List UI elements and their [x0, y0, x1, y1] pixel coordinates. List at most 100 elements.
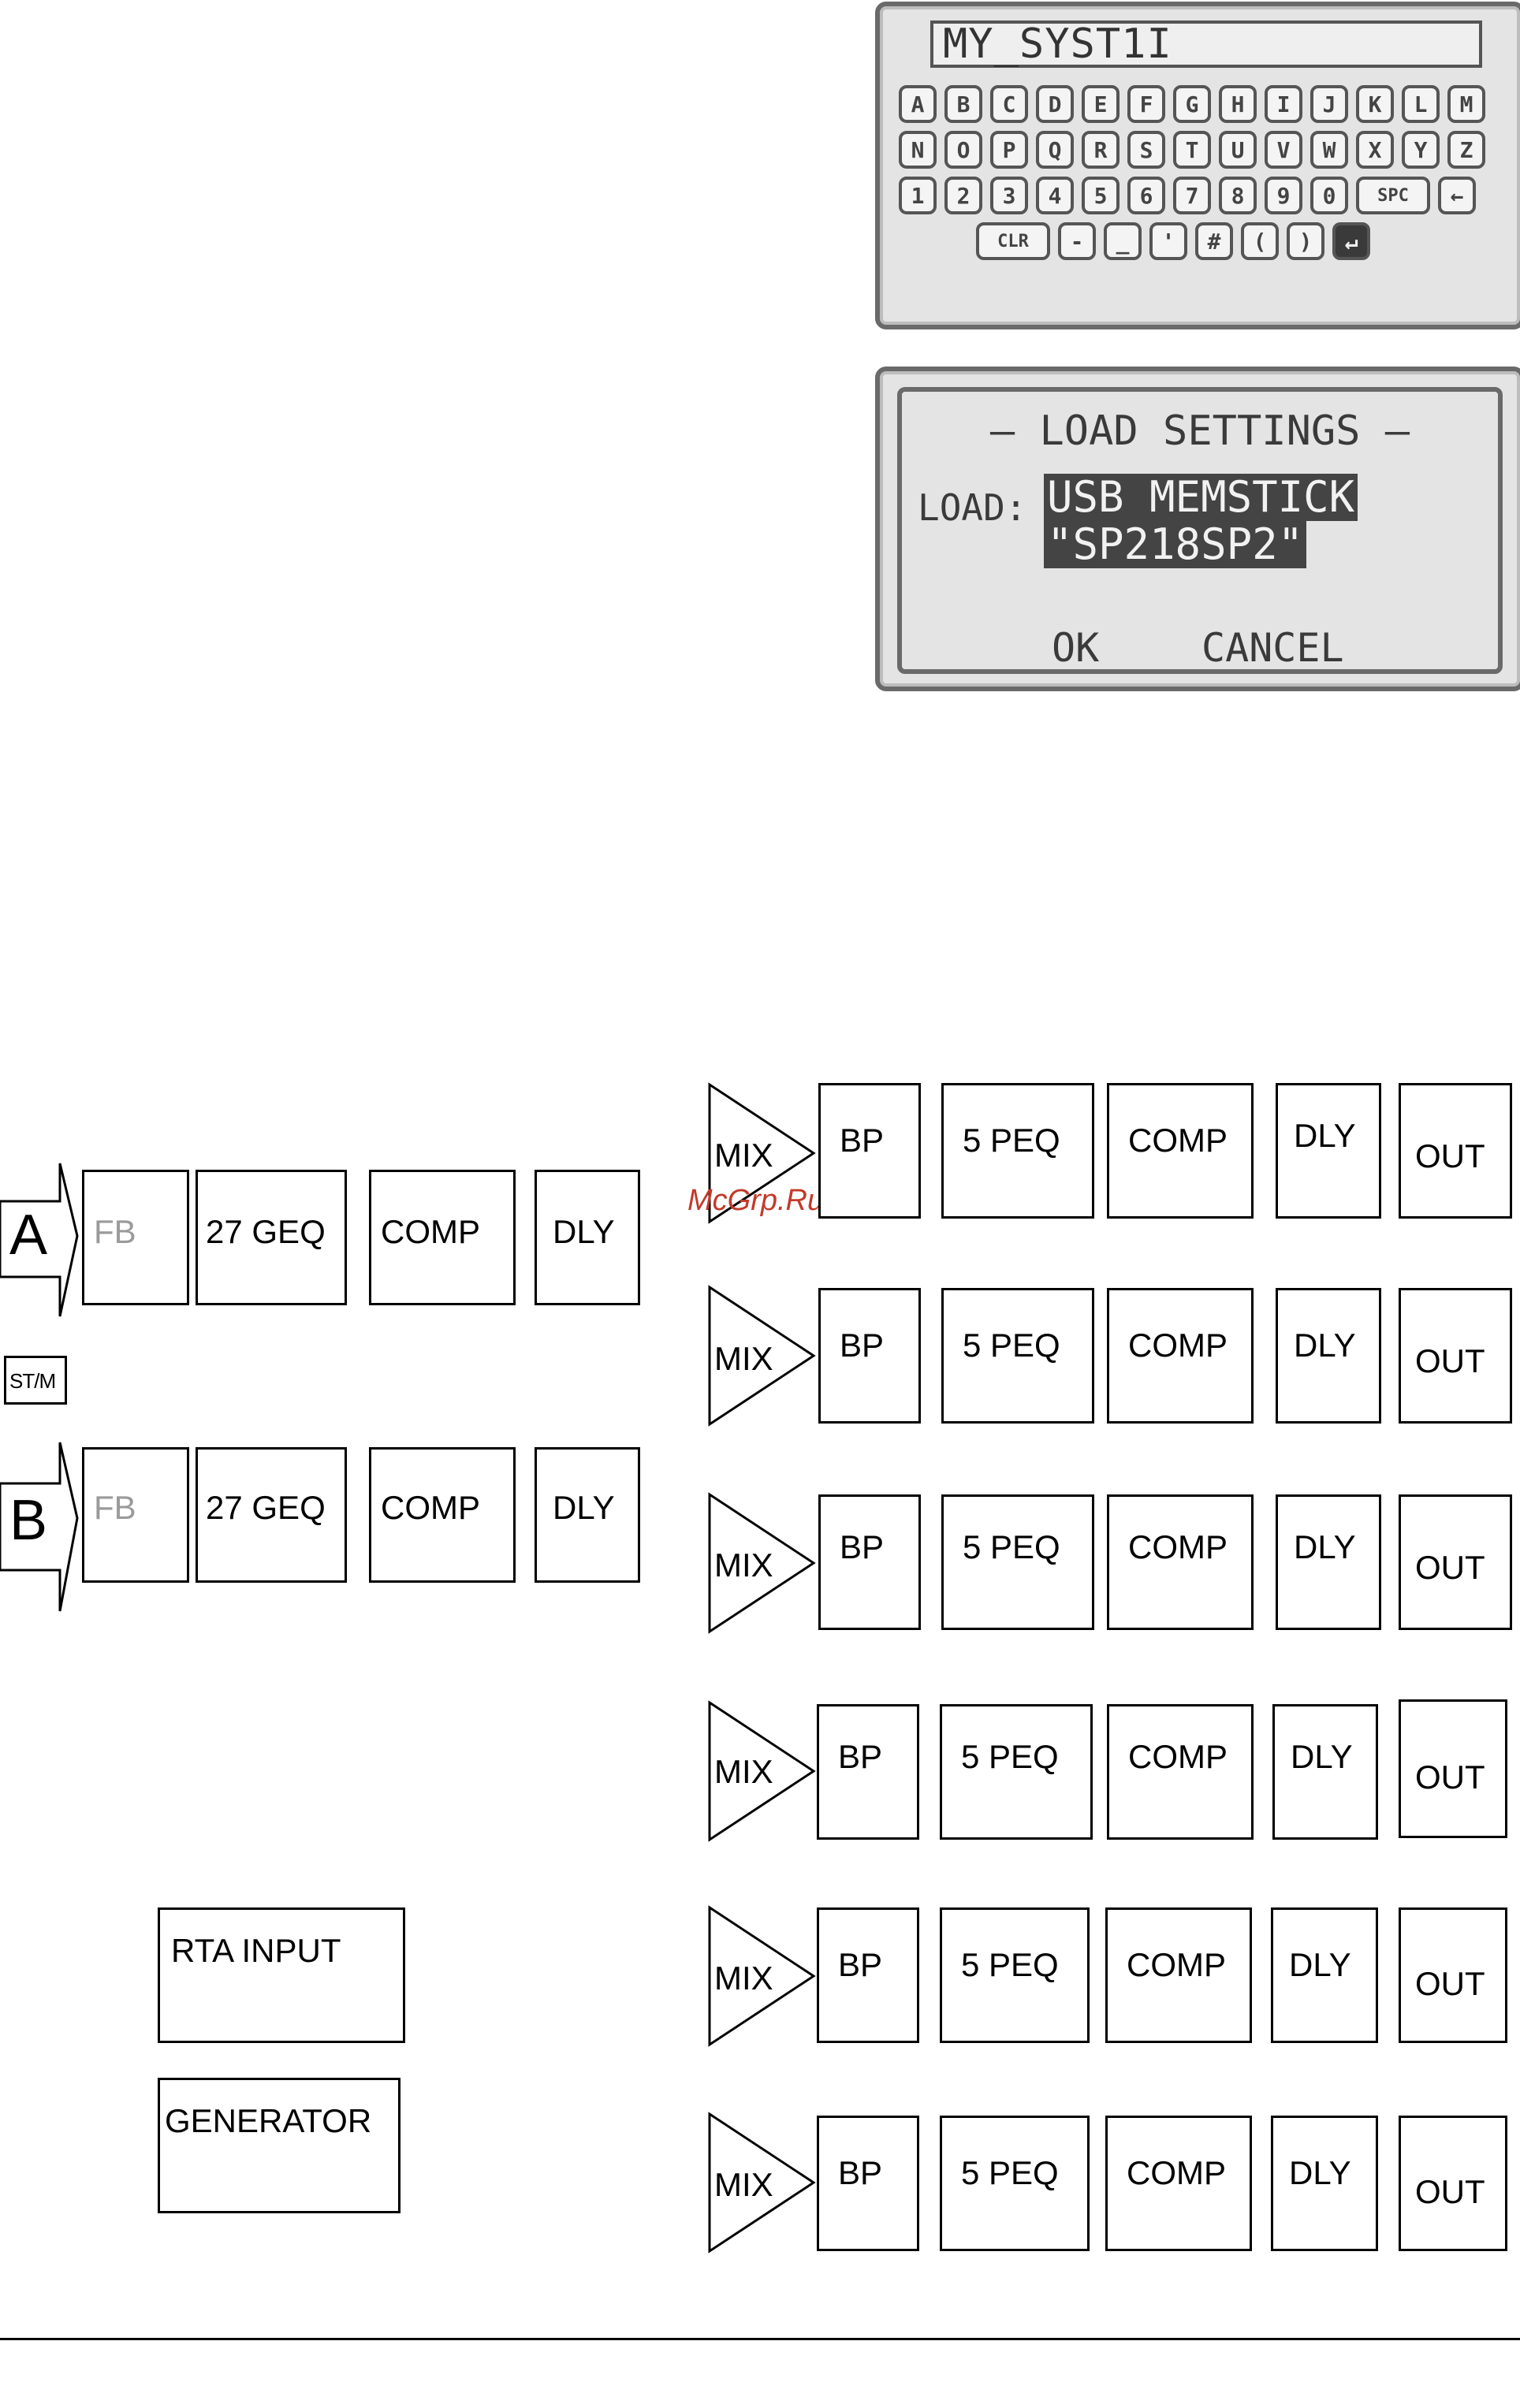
output-3-comp-block[interactable]: COMP [1107, 1494, 1254, 1630]
output-2-peq-block[interactable]: 5 PEQ [941, 1288, 1094, 1424]
input-b-comp-block[interactable]: COMP [369, 1447, 516, 1583]
input-b-fb-block[interactable]: FB [82, 1447, 189, 1583]
key-close-paren[interactable]: ) [1287, 222, 1324, 260]
key-i[interactable]: I [1265, 85, 1302, 123]
key-0[interactable]: 0 [1310, 177, 1348, 214]
key-apostrophe[interactable]: ' [1149, 222, 1187, 260]
key-j[interactable]: J [1310, 85, 1348, 123]
output-6-comp-block[interactable]: COMP [1105, 2116, 1252, 2251]
load-source-value[interactable]: USB MEMSTICK "SP218SP2" [1044, 474, 1358, 568]
output-6-peq-block[interactable]: 5 PEQ [940, 2116, 1090, 2251]
load-settings-dialog: – LOAD SETTINGS – LOAD: USB MEMSTICK "SP… [897, 387, 1503, 674]
key-clear[interactable]: CLR [976, 222, 1050, 260]
input-a-comp-block[interactable]: COMP [369, 1170, 516, 1305]
key-6[interactable]: 6 [1127, 177, 1165, 214]
output-5-bp-block[interactable]: BP [817, 1907, 919, 2043]
key-1[interactable]: 1 [899, 177, 937, 214]
output-3-bp-block[interactable]: BP [818, 1494, 921, 1630]
key-underscore[interactable]: _ [1104, 222, 1142, 260]
output-3-dly-block[interactable]: DLY [1276, 1494, 1381, 1630]
input-b-dly-block[interactable]: DLY [535, 1447, 640, 1583]
output-2-comp-block[interactable]: COMP [1107, 1288, 1254, 1424]
enter-icon[interactable]: ↵ [1332, 222, 1370, 260]
key-p[interactable]: P [990, 131, 1028, 169]
key-open-paren[interactable]: ( [1241, 222, 1279, 260]
input-a-arrow [0, 1163, 79, 1317]
key-f[interactable]: F [1127, 85, 1165, 123]
key-d[interactable]: D [1036, 85, 1074, 123]
output-5-mix-label: MIX [714, 1960, 773, 1997]
output-1-bp-block[interactable]: BP [818, 1083, 921, 1219]
output-4-bp-block[interactable]: BP [817, 1704, 919, 1840]
input-a-dly-block[interactable]: DLY [535, 1170, 640, 1305]
key-z[interactable]: Z [1447, 131, 1485, 169]
key-hyphen[interactable]: - [1058, 222, 1096, 260]
key-hash[interactable]: # [1195, 222, 1233, 260]
input-b-label: B [9, 1489, 48, 1552]
key-5[interactable]: 5 [1082, 177, 1120, 214]
input-b-geq-block[interactable]: 27 GEQ [196, 1447, 347, 1583]
key-n[interactable]: N [899, 131, 937, 169]
name-input[interactable]: MY_SYST1I [930, 20, 1482, 68]
generator-block[interactable]: GENERATOR [158, 2078, 400, 2213]
input-a-geq-block[interactable]: 27 GEQ [196, 1170, 347, 1305]
key-l[interactable]: L [1402, 85, 1440, 123]
output-5-out-block[interactable]: OUT [1399, 1907, 1507, 2043]
key-a[interactable]: A [899, 85, 937, 123]
output-6-out-block[interactable]: OUT [1399, 2116, 1507, 2251]
key-2[interactable]: 2 [944, 177, 982, 214]
output-6-dly-block[interactable]: DLY [1271, 2116, 1378, 2251]
key-c[interactable]: C [990, 85, 1028, 123]
output-5-comp-block[interactable]: COMP [1105, 1907, 1252, 2043]
key-u[interactable]: U [1219, 131, 1257, 169]
key-q[interactable]: Q [1036, 131, 1074, 169]
key-8[interactable]: 8 [1219, 177, 1257, 214]
key-k[interactable]: K [1356, 85, 1394, 123]
key-row-3: 1 2 3 4 5 6 7 8 9 0 SPC ← [899, 177, 1476, 214]
output-3-peq-block[interactable]: 5 PEQ [941, 1494, 1094, 1630]
key-w[interactable]: W [1310, 131, 1348, 169]
key-e[interactable]: E [1082, 85, 1120, 123]
output-2-dly-block[interactable]: DLY [1276, 1288, 1381, 1424]
key-space[interactable]: SPC [1356, 177, 1430, 214]
output-4-out-block[interactable]: OUT [1399, 1699, 1507, 1838]
output-5-peq-block[interactable]: 5 PEQ [940, 1907, 1090, 2043]
key-x[interactable]: X [1356, 131, 1394, 169]
cancel-button[interactable]: CANCEL [1201, 625, 1344, 671]
output-2-bp-block[interactable]: BP [818, 1288, 921, 1424]
key-9[interactable]: 9 [1265, 177, 1302, 214]
rta-input-block[interactable]: RTA INPUT [158, 1907, 405, 2043]
key-b[interactable]: B [944, 85, 982, 123]
output-6-bp-block[interactable]: BP [817, 2116, 919, 2251]
key-g[interactable]: G [1173, 85, 1211, 123]
output-1-peq-block[interactable]: 5 PEQ [941, 1083, 1094, 1219]
key-m[interactable]: M [1447, 85, 1485, 123]
key-4[interactable]: 4 [1036, 177, 1074, 214]
output-1-out-block[interactable]: OUT [1399, 1083, 1512, 1219]
load-settings-screen: – LOAD SETTINGS – LOAD: USB MEMSTICK "SP… [875, 367, 1520, 691]
key-s[interactable]: S [1127, 131, 1165, 169]
output-1-dly-block[interactable]: DLY [1276, 1083, 1381, 1219]
key-h[interactable]: H [1219, 85, 1257, 123]
stereo-mono-toggle[interactable]: ST/M [4, 1356, 67, 1405]
output-3-out-block[interactable]: OUT [1399, 1494, 1512, 1630]
output-1-comp-block[interactable]: COMP [1107, 1083, 1254, 1219]
key-3[interactable]: 3 [990, 177, 1028, 214]
output-4-dly-block[interactable]: DLY [1272, 1704, 1378, 1840]
key-y[interactable]: Y [1402, 131, 1440, 169]
key-7[interactable]: 7 [1173, 177, 1211, 214]
output-2-out-block[interactable]: OUT [1399, 1288, 1512, 1424]
mix-triangle-4 [708, 1700, 816, 1842]
key-r[interactable]: R [1082, 131, 1120, 169]
key-t[interactable]: T [1173, 131, 1211, 169]
backspace-icon[interactable]: ← [1438, 177, 1476, 214]
output-4-comp-block[interactable]: COMP [1107, 1704, 1254, 1840]
input-a-fb-block[interactable]: FB [82, 1170, 189, 1305]
key-v[interactable]: V [1265, 131, 1302, 169]
output-4-peq-block[interactable]: 5 PEQ [940, 1704, 1093, 1840]
output-5-dly-block[interactable]: DLY [1271, 1907, 1378, 2043]
ok-button[interactable]: OK [1052, 625, 1100, 671]
output-4-mix-label: MIX [714, 1753, 773, 1790]
key-o[interactable]: O [944, 131, 982, 169]
